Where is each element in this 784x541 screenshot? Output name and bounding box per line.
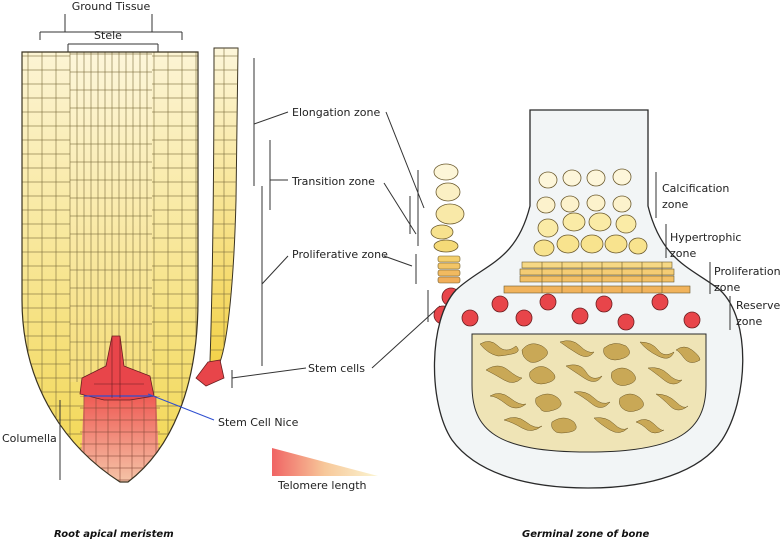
stele-label: Stele [94,29,122,42]
proliferation-zone-label-2: zone [714,281,740,294]
reserve-zone-label-2: zone [736,315,762,328]
elongation-pointer [253,111,289,125]
reserve-cells [461,293,701,331]
root-apical-meristem: Ground Tissue Stele Stem Cell Nice [2,0,307,483]
calcification-zone-label-2: zone [662,198,688,211]
calcification-cells [536,168,632,214]
calcification-zone-label-1: Calcification [662,182,729,195]
trabecular-bone [471,333,707,453]
hypertrophic-cells [533,212,648,257]
columella-label: Columella [2,432,57,445]
hypertrophic-zone-label-2: zone [670,247,696,260]
germinal-zone-of-bone [433,109,744,489]
zone-brackets [231,58,271,388]
stem-cells-label: Stem cells [308,362,365,375]
proliferative-zone-label: Proliferative zone [292,248,388,261]
root-body [22,52,198,482]
transition-zone-label: Transition zone [291,175,375,188]
stele-bracket [67,43,159,52]
middle-pointers [371,111,441,369]
stem-cell-niche [79,335,155,401]
telomere-length-label: Telomere length [277,479,367,492]
epidermis-strip [195,47,239,387]
hypertrophic-zone-label-1: Hypertrophic [670,231,741,244]
ground-tissue-label: Ground Tissue [72,0,151,13]
telomere-length-gradient [272,448,378,476]
ground-tissue-bracket [39,14,183,40]
middle-cell-column [430,163,465,325]
niche-pointer [147,393,215,421]
stem-cell-niche-label: Stem Cell Nice [218,416,299,429]
caption-germinal-zone-of-bone: Germinal zone of bone [522,529,649,540]
proliferation-zone-label-1: Proliferation [714,265,781,278]
reserve-zone-label-1: Reserve [736,299,780,312]
elongation-zone-label: Elongation zone [292,106,380,119]
bone-zone-brackets [655,172,731,330]
stem-pointer [231,367,307,379]
proliferative-pointer [261,255,289,285]
caption-root-apical-meristem: Root apical meristem [54,529,174,540]
proliferation-cells [503,261,691,294]
